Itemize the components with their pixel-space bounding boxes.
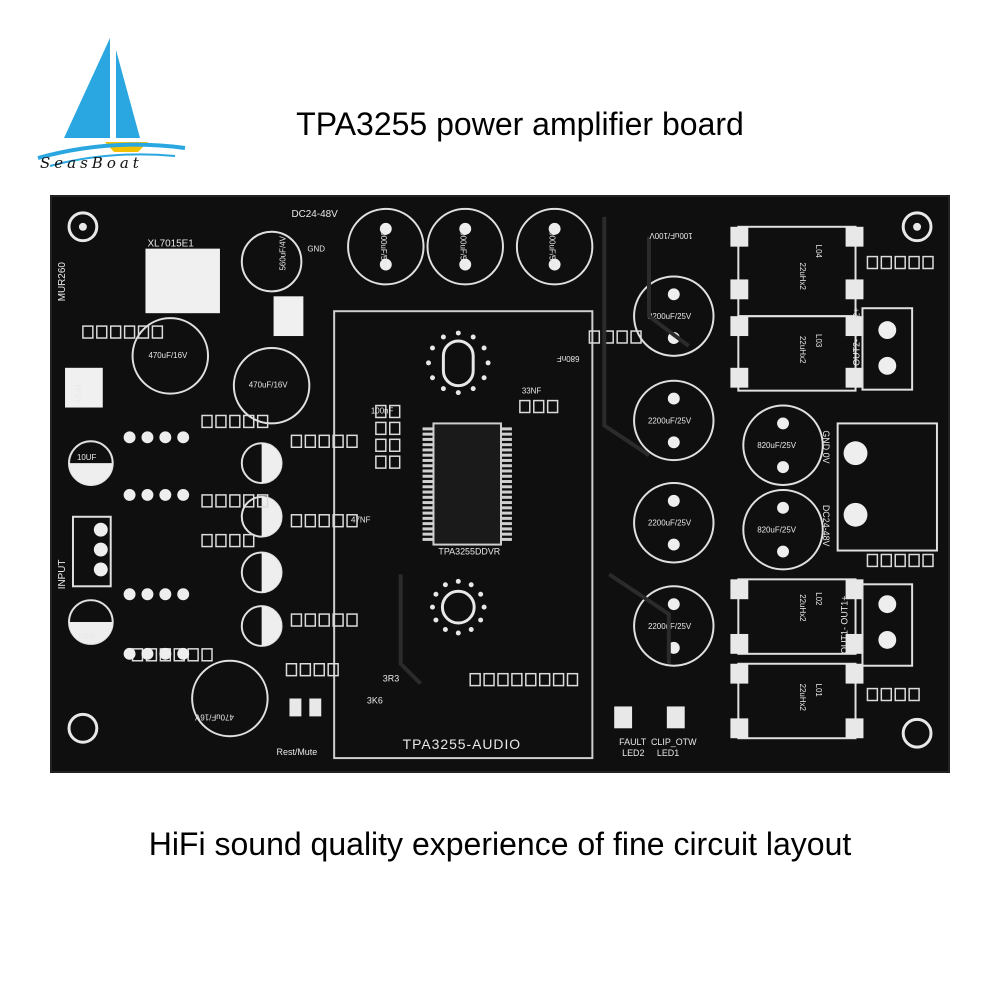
brand-name: SeasBoat: [40, 154, 143, 172]
dc-in-label: DC24-48V: [291, 209, 338, 220]
capacitor-large: [742, 404, 824, 486]
nf100-label: 100nF: [371, 406, 394, 415]
seasboat-logo: [30, 30, 190, 180]
cap-470-bottom-label: 470uF/16V: [194, 712, 234, 721]
cap-1000-label: 1000uF/50V: [379, 227, 388, 271]
capacitor-large: [633, 379, 715, 462]
l01-inductance-label: 22uHx2: [798, 684, 807, 712]
led1-label: LED1: [657, 748, 679, 758]
capacitor-value-label: 2200uF/25V: [648, 519, 692, 528]
pcb-board-image: 1000uF/50V 1000uF/50V 1000uF/50V 2200uF/25…: [50, 195, 950, 773]
cap-560-label: 560uF/4V: [278, 235, 287, 270]
reset-mute-label: Rest/Mute: [277, 747, 318, 757]
board-name-label: TPA3255-AUDIO: [403, 736, 521, 752]
nf680-label: 680nF: [557, 354, 580, 363]
cap-10uf-top-label: 10UF: [77, 453, 97, 462]
inductor-47uh-label: 47uH: [74, 384, 83, 403]
cap-100uf-label: 100uF/100V: [649, 231, 693, 240]
capacitor-value-label: 2200uF/25V: [648, 312, 692, 321]
l04-label: L04: [814, 245, 823, 259]
capacitor-1000uf: [426, 207, 504, 286]
capacitor-value-label: 820uF/25V: [757, 441, 797, 450]
nf33-label: 33NF: [522, 387, 542, 396]
l02-label: L02: [814, 592, 823, 606]
cap-470-mid-label: 470uF/16V: [249, 381, 289, 390]
capacitor-large: [633, 482, 715, 564]
nf47-label: 47NF: [351, 516, 371, 525]
cap-10uf-bottom-label: 10UF: [77, 632, 97, 641]
r3-label: 3R3: [383, 674, 399, 684]
out2-label: OUT2- OUT2+: [851, 308, 861, 366]
capacitor-large: [633, 275, 715, 357]
led2-label: LED2: [622, 748, 644, 758]
page-caption: HiFi sound quality experience of fine ci…: [148, 826, 852, 862]
input-label: INPUT: [57, 559, 68, 589]
cap-470-left-label: 470uF/16V: [148, 351, 188, 360]
k36-label: 3K6: [367, 695, 383, 705]
out1-label: OUT1- OUT1+: [840, 596, 850, 654]
pcb-drawing: 1000uF/50V 1000uF/50V 1000uF/50V 2200uF/25…: [57, 207, 938, 760]
clip-label: CLIP_OTW: [651, 737, 697, 747]
fault-label: FAULT: [619, 737, 647, 747]
chip-part-label: TPA3255DDVR: [438, 547, 500, 557]
capacitor-1000uf: [515, 207, 594, 286]
l02-inductance-label: 22uHx2: [798, 594, 807, 622]
capacitor-large: [633, 585, 715, 667]
xl7015-label: XL7015E1: [147, 239, 194, 250]
l01-label: L01: [814, 684, 823, 698]
gnd-label: GND: [307, 245, 325, 254]
capacitor-1000uf: [347, 207, 425, 286]
capacitor-value-label: 820uF/25V: [757, 526, 797, 535]
capacitor-large: [742, 488, 824, 571]
l04-inductance-label: 22uHx2: [798, 263, 807, 291]
capacitor-value-label: 2200uF/25V: [648, 416, 692, 425]
gnd-0v-label: GND 0V: [821, 430, 831, 463]
l03-inductance-label: 22uHx2: [798, 336, 807, 364]
page-title: TPA3255 power amplifier board: [296, 106, 744, 142]
mur260-label: MUR260: [57, 262, 68, 302]
cap-1000-label: 1000uF/50V: [458, 227, 467, 271]
dc-out-label: DC24-48V: [821, 505, 831, 547]
l03-label: L03: [814, 334, 823, 348]
cap-1000-label: 1000uF/50V: [548, 227, 557, 271]
